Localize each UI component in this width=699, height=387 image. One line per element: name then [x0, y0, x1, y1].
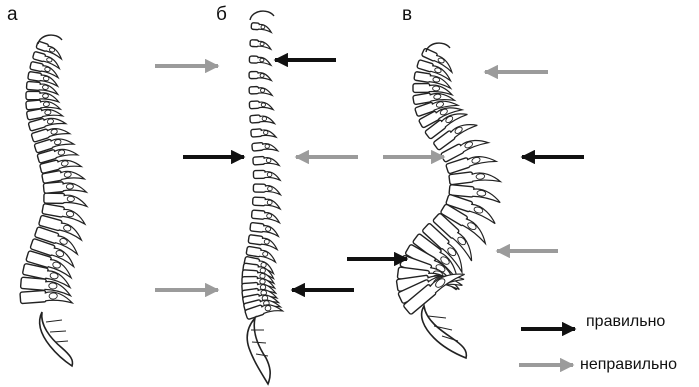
vertebra: [253, 156, 279, 168]
vertebra: [251, 210, 280, 223]
spine-b: [242, 11, 283, 384]
vertebra: [251, 128, 276, 140]
spine-a: [20, 35, 87, 366]
vertebra: [250, 114, 275, 125]
panel-label-a: а: [7, 5, 18, 24]
atlas: [250, 11, 274, 20]
vertebra: [252, 141, 278, 153]
spine-c-vertebrae: [396, 43, 501, 317]
legend-correct-label: правильно: [586, 314, 665, 330]
vertebra: [249, 86, 272, 96]
spine-b-sacrum: [247, 318, 270, 384]
vertebra: [249, 72, 271, 81]
panel-label-b: б: [216, 5, 227, 24]
vertebra: [250, 40, 271, 49]
vertebra: [253, 184, 280, 195]
panel-label-c: в: [402, 5, 412, 24]
spine-a-sacrum: [40, 312, 73, 366]
spine-a-vertebrae: [20, 35, 87, 307]
spine-c-sacrum: [422, 306, 467, 358]
arrows: [155, 60, 584, 365]
vertebra: [249, 56, 271, 65]
vertebra: [252, 197, 280, 209]
vertebra: [251, 23, 272, 33]
legend-incorrect-label: неправильно: [580, 357, 677, 373]
spine-c: [396, 43, 501, 358]
spine-b-vertebrae: [242, 11, 283, 322]
vertebra: [250, 222, 280, 236]
vertebra: [253, 170, 280, 181]
vertebra: [249, 100, 273, 110]
